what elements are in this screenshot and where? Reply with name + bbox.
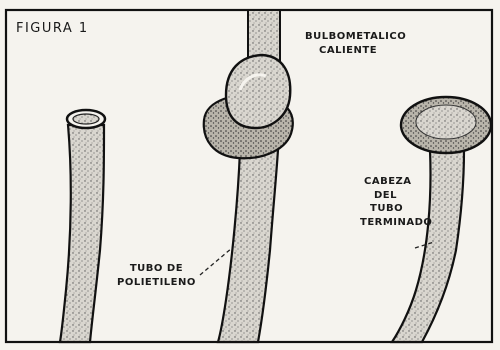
tube-label-line: POLIETILENO [117,276,196,290]
bulb-label-line: BULBOMETALICO [305,30,406,44]
bulb-label: BULBOMETALICO CALIENTE [305,30,406,57]
head-label-line: CABEZA [360,175,432,189]
bulb-label-line: CALIENTE [305,44,406,58]
left-tube [60,110,105,342]
head-label-line: TUBO [360,202,432,216]
polyethylene-tube [218,150,278,342]
tube-label-pointer [200,248,232,275]
tube-label-line: TUBO DE [117,262,196,276]
head-label-line: DEL [360,189,432,203]
tube-label: TUBO DE POLIETILENO [117,262,196,289]
metal-bulb [226,55,290,128]
figure-title: FIGURA 1 [16,20,89,38]
middle-tube-with-bulb [204,10,293,342]
head-label: CABEZA DEL TUBO TERMINADO [360,175,432,229]
head-label-line: TERMINADO [360,216,432,230]
